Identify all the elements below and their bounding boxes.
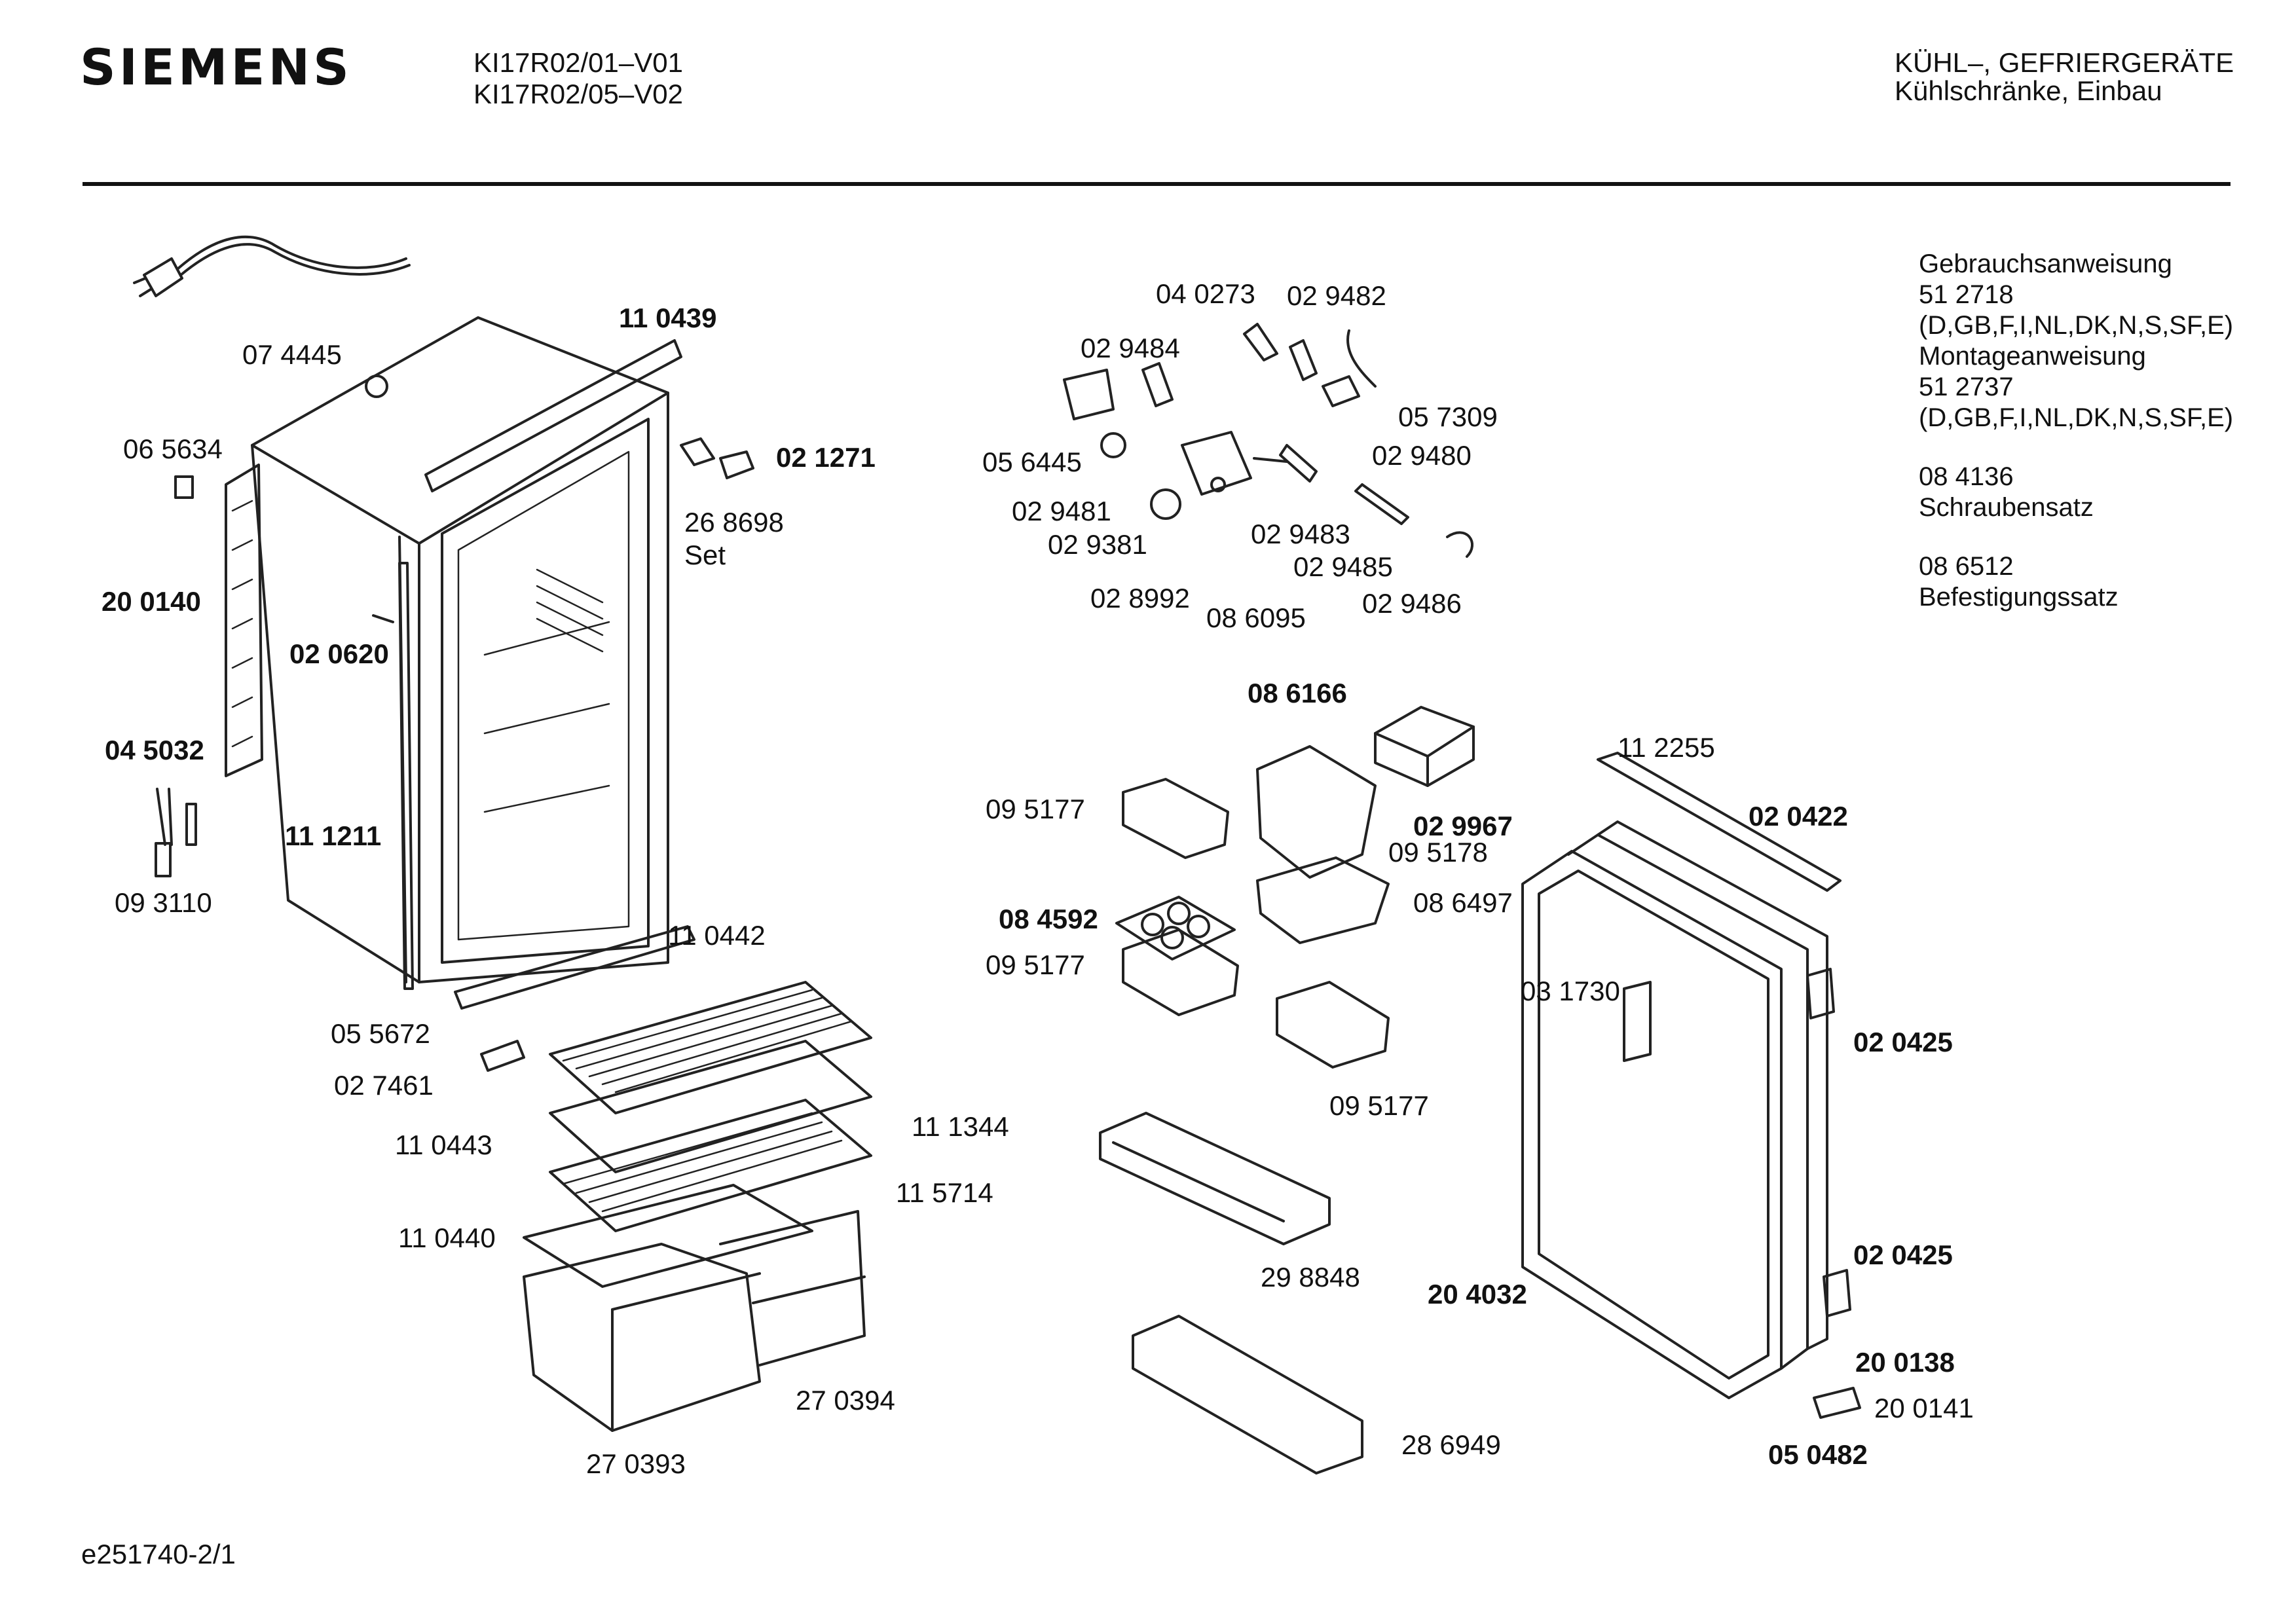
temperature-sensor-icon — [155, 788, 197, 877]
part-label: 04 0273 — [1156, 278, 1255, 309]
part-label: 02 9381 — [1048, 529, 1147, 560]
part-label: 02 9485 — [1293, 551, 1393, 582]
part-label: 02 0620 — [289, 638, 389, 669]
part-label: 28 6949 — [1401, 1429, 1501, 1460]
model-number-2: KI17R02/05–V02 — [473, 79, 683, 109]
category-subtitle: Kühlschränke, Einbau — [1895, 75, 2162, 106]
part-label: 20 4032 — [1428, 1279, 1527, 1310]
part-label: 02 9967 — [1413, 811, 1513, 841]
part-label: 02 1271 — [776, 442, 876, 473]
part-label: 11 1344 — [912, 1111, 1009, 1142]
part-label: 02 8992 — [1090, 583, 1190, 614]
part-label: 20 0138 — [1855, 1347, 1955, 1378]
part-label: 11 0442 — [668, 920, 766, 951]
thermostat-module-icon — [1063, 323, 1474, 558]
part-label: 05 7309 — [1398, 401, 1498, 432]
part-label: 08 6497 — [1413, 887, 1513, 918]
part-label: 11 0443 — [395, 1129, 492, 1160]
clip-icon — [174, 475, 194, 499]
butter-box-icon — [1374, 706, 1475, 787]
part-label: 09 3110 — [115, 887, 212, 918]
part-label: 02 7461 — [334, 1070, 434, 1101]
part-label: 02 9486 — [1362, 588, 1462, 619]
part-label: 11 5714 — [896, 1177, 993, 1208]
part-label: 02 9481 — [1012, 496, 1111, 526]
part-label: 27 0394 — [796, 1385, 895, 1416]
part-label: 02 0422 — [1749, 801, 1848, 832]
part-label: 11 0439 — [619, 302, 717, 333]
doc-install-languages: (D,GB,F,I,NL,DK,N,S,SF,E) — [1919, 403, 2234, 432]
part-label: 11 0440 — [398, 1222, 496, 1253]
part-label: 02 0425 — [1853, 1239, 1953, 1270]
part-label: 08 6095 — [1206, 602, 1306, 633]
doc-screw-set-title: Schraubensatz — [1919, 493, 2094, 522]
header-divider — [83, 182, 2231, 186]
part-label: 05 0482 — [1768, 1439, 1868, 1470]
part-label: 27 0393 — [586, 1448, 686, 1479]
condenser-icon — [225, 464, 263, 777]
part-label: 20 0140 — [102, 586, 201, 617]
category-title: KÜHL–, GEFRIERGERÄTE — [1895, 47, 2234, 78]
drawing-id: e251740-2/1 — [81, 1539, 236, 1569]
part-label: 02 0425 — [1853, 1027, 1953, 1057]
part-label: Set — [684, 540, 726, 570]
part-label: 26 8698 — [684, 507, 784, 538]
doc-install-title: Montageanweisung — [1919, 342, 2146, 371]
part-label: 02 9480 — [1372, 440, 1472, 471]
part-label: 07 4445 — [242, 339, 342, 370]
part-label: 09 5177 — [986, 794, 1085, 824]
part-label: 06 5634 — [123, 433, 223, 464]
part-label: 02 9482 — [1287, 280, 1386, 311]
doc-install-number: 51 2737 — [1919, 373, 2014, 401]
part-label: 09 5177 — [986, 949, 1085, 980]
crisper-drawer-icon — [523, 1184, 866, 1432]
brand-logo: SIEMENS — [80, 38, 352, 96]
doc-fixing-set-number: 08 6512 — [1919, 552, 2014, 581]
part-label: 20 0141 — [1874, 1393, 1974, 1423]
power-cord-icon — [133, 235, 411, 297]
doc-fixing-set-title: Befestigungssatz — [1919, 583, 2119, 612]
part-label: 04 5032 — [105, 735, 204, 765]
part-label: 08 6166 — [1248, 678, 1347, 708]
part-label: 11 2255 — [1618, 732, 1715, 763]
part-label: 03 1730 — [1521, 976, 1620, 1006]
part-label: 02 9484 — [1081, 333, 1180, 363]
part-label: 09 5178 — [1388, 837, 1488, 868]
doc-manual-languages: (D,GB,F,I,NL,DK,N,S,SF,E) — [1919, 311, 2234, 340]
part-label: 08 4592 — [999, 904, 1098, 934]
part-label: 02 9483 — [1251, 519, 1350, 549]
cabinet-body-icon — [251, 316, 682, 990]
doc-manual-number: 51 2718 — [1919, 280, 2014, 309]
shelf-support-icon — [480, 1040, 525, 1072]
door-bin-icon — [1099, 1112, 1363, 1475]
part-label: 05 5672 — [331, 1018, 430, 1049]
part-label: 05 6445 — [982, 447, 1082, 477]
doc-manual-title: Gebrauchsanweisung — [1919, 249, 2172, 278]
model-number-1: KI17R02/01–V01 — [473, 47, 683, 78]
door-icon — [1521, 752, 1861, 1419]
screw-icon — [372, 614, 394, 623]
hinge-icon — [680, 437, 754, 479]
glass-shelf-icon — [549, 981, 872, 1232]
dairy-compartment-icon — [1256, 745, 1390, 944]
doc-screw-set-number: 08 4136 — [1919, 462, 2014, 491]
part-label: 29 8848 — [1261, 1262, 1360, 1292]
shelf-rail-icon — [454, 925, 695, 1010]
part-label: 09 5177 — [1329, 1090, 1429, 1121]
part-label: 11 1211 — [285, 820, 382, 851]
egg-tray-icon — [1115, 896, 1236, 961]
